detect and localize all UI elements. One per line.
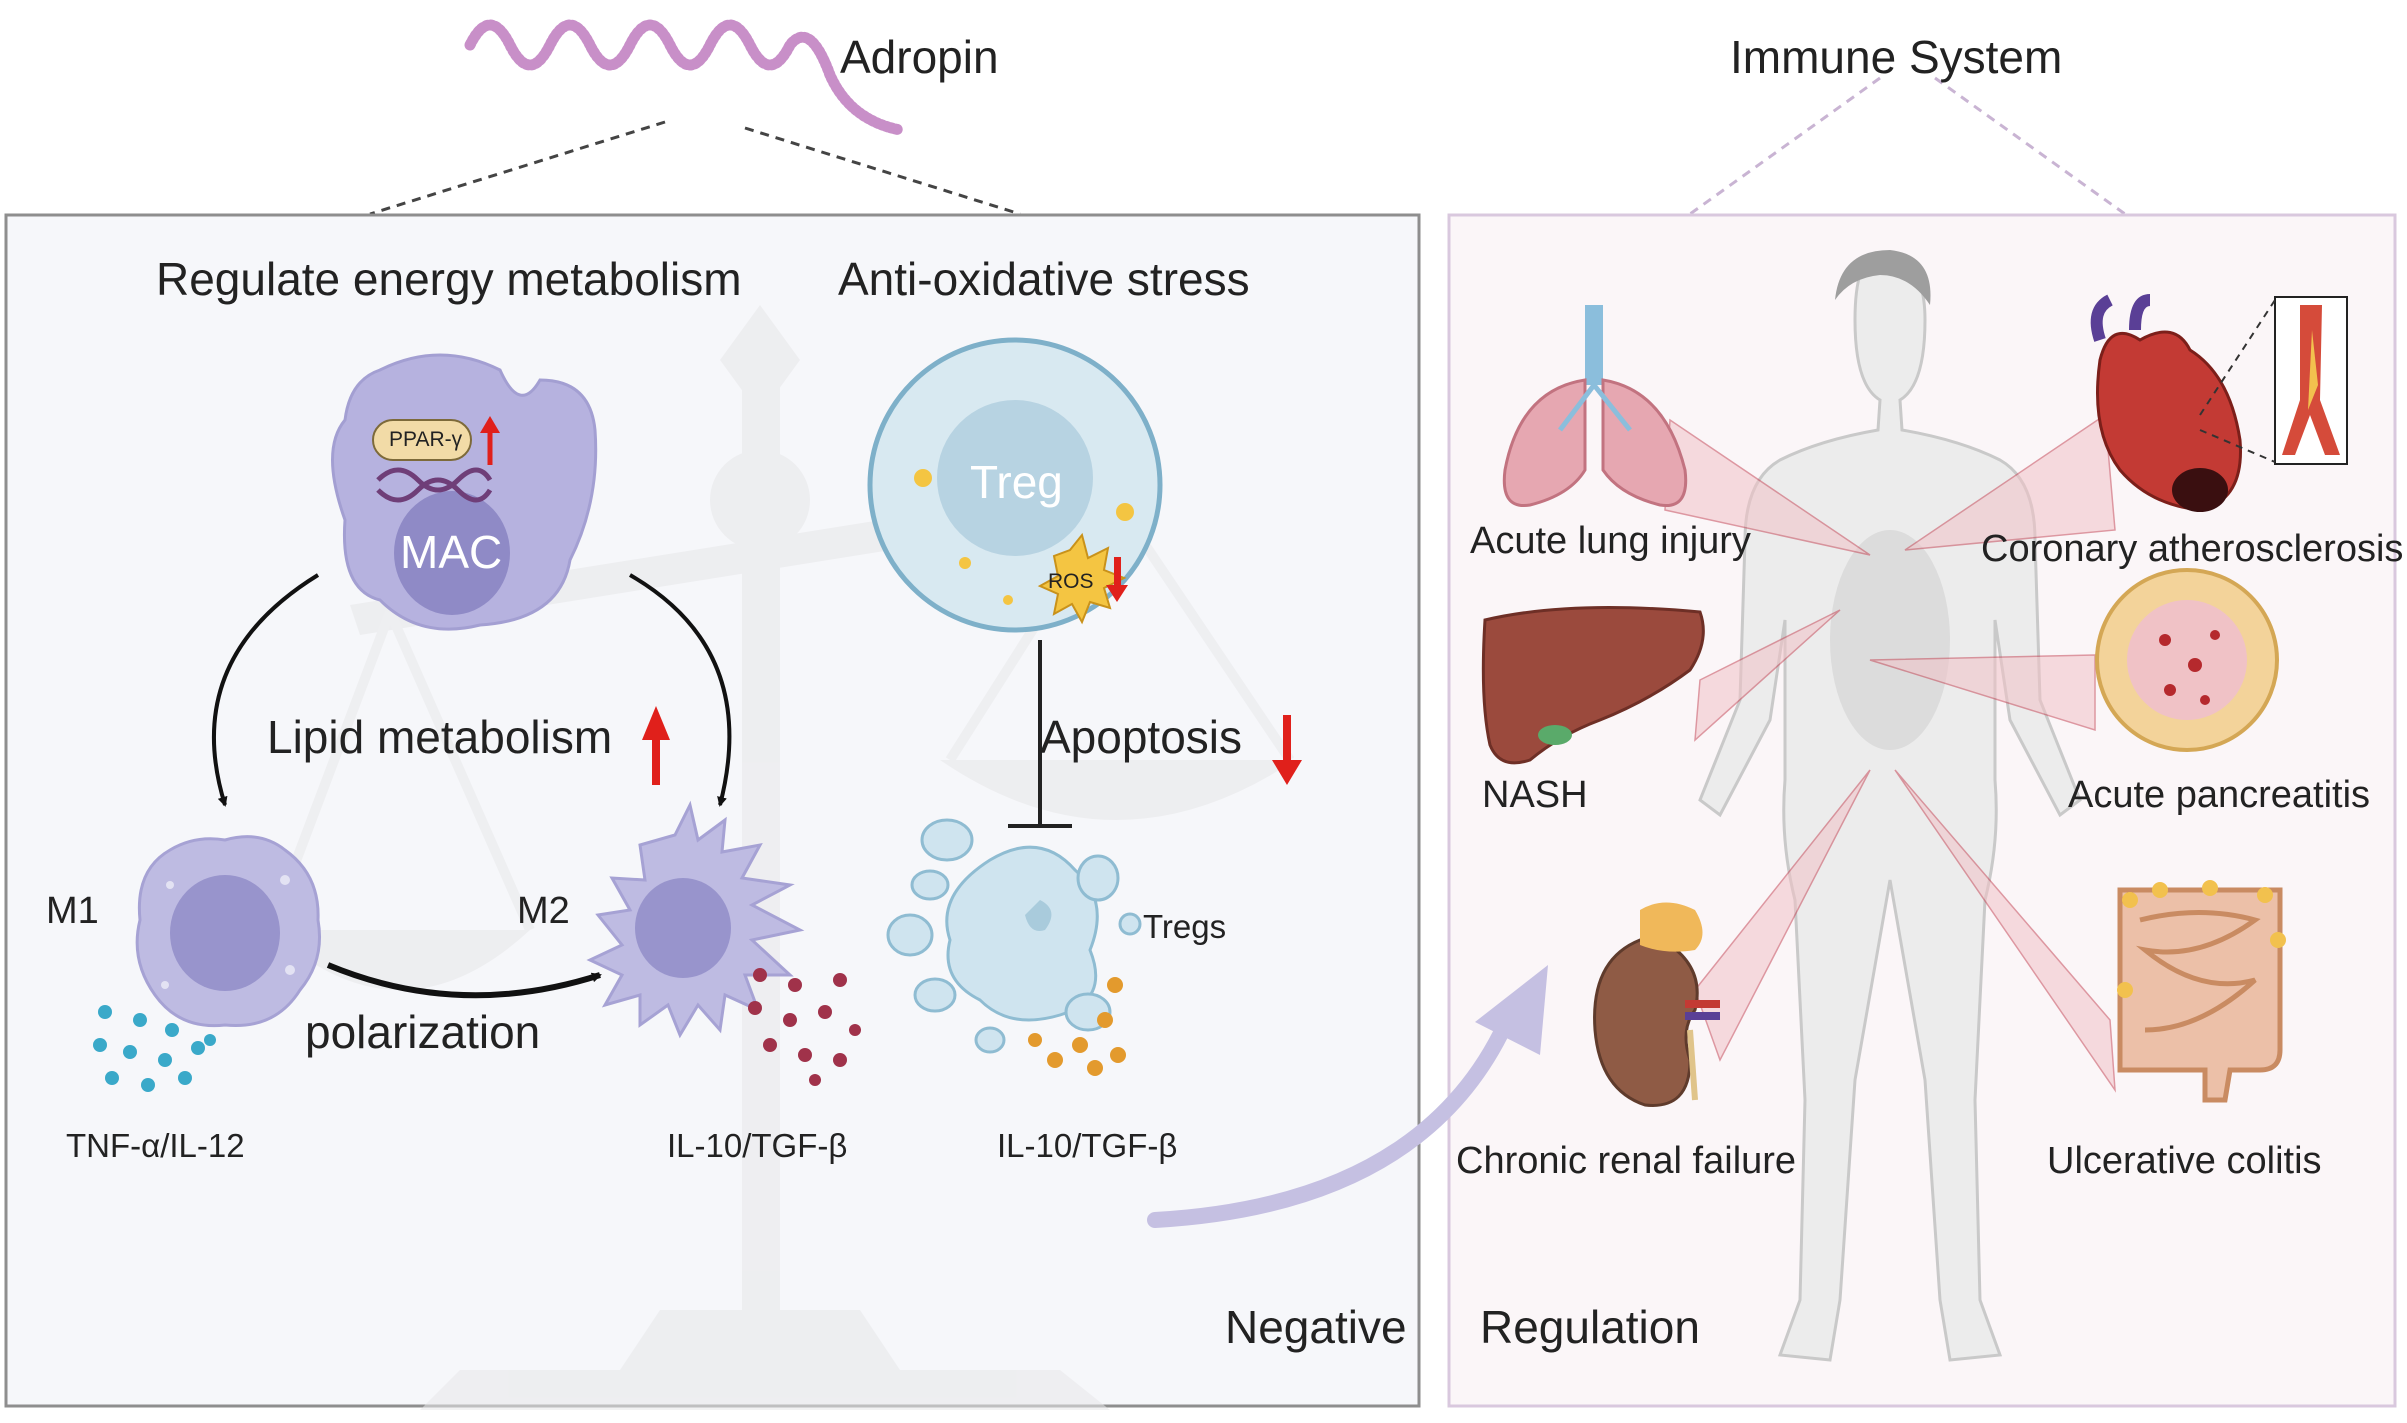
ros-down-arrow-icon	[1106, 557, 1128, 602]
disease-colitis-label: Ulcerative colitis	[2047, 1140, 2322, 1182]
negative-regulation-arrow	[1147, 965, 1548, 1228]
m2-nucleus	[635, 878, 731, 978]
m1-nucleus	[170, 875, 280, 991]
apoptosis-down-arrow-icon	[1272, 715, 1302, 785]
torso-organs	[1830, 530, 1950, 750]
ppar-badge	[372, 419, 472, 461]
liver-icon	[1481, 606, 1705, 765]
disease-renal-label: Chronic renal failure	[1456, 1140, 1797, 1182]
arrow-mac-to-m2	[628, 573, 732, 807]
polarization-arrow	[326, 962, 602, 999]
anti-oxidative-title: Anti-oxidative stress	[838, 253, 1250, 305]
m1-label: M1	[46, 890, 99, 932]
m2-cytokine-dots	[748, 968, 861, 1086]
treg-label: Treg	[970, 456, 1063, 508]
treg-cell	[867, 337, 1163, 633]
treg-cytokines-label: IL-10/TGF-β	[997, 1127, 1178, 1164]
kidney-icon	[1593, 902, 1720, 1107]
energy-metabolism-title: Regulate energy metabolism	[156, 253, 742, 305]
disease-pancreatitis-label: Acute pancreatitis	[2068, 774, 2371, 816]
adropin-label: Adropin	[840, 31, 999, 83]
inset-connector-bottom	[2199, 429, 2276, 463]
treg-cytokine-dots	[1028, 977, 1126, 1076]
ppar-label: PPAR-γ	[389, 428, 463, 451]
lung-icon	[1502, 305, 1688, 508]
colon-icon	[2117, 880, 2286, 1103]
m1-cytokines-label: TNF-α/IL-12	[66, 1127, 245, 1164]
tregs-label: Tregs	[1143, 908, 1227, 945]
m1-cytokine-dots	[93, 1005, 216, 1092]
heart-icon	[2090, 294, 2242, 512]
left-panel	[4, 213, 1421, 1408]
adropin-peptide-icon	[464, 19, 906, 136]
adropin-connector-right	[744, 126, 1021, 216]
m1-macrophage-cell	[135, 835, 322, 1028]
treg-nucleus	[937, 400, 1093, 556]
regulation-label: Regulation	[1480, 1301, 1700, 1353]
m2-macrophage-cell	[586, 800, 805, 1039]
dna-helix-icon	[376, 467, 493, 503]
disease-lung-label: Acute lung injury	[1470, 520, 1751, 562]
disease-coronary-label: Coronary atherosclerosis	[1981, 528, 2404, 570]
immune-system-label: Immune System	[1730, 31, 2063, 83]
disease-projection-rays	[1664, 413, 2116, 1093]
m2-cytokines-label: IL-10/TGF-β	[667, 1127, 848, 1164]
lipid-up-arrow-icon	[642, 706, 670, 785]
negative-label: Negative	[1225, 1301, 1407, 1353]
apoptosis-label: Apoptosis	[1040, 711, 1243, 763]
disease-nash-label: NASH	[1482, 774, 1588, 816]
head-hair	[1835, 250, 1931, 305]
immune-connector-right	[1934, 76, 2126, 216]
macrophage-nucleus	[394, 491, 510, 615]
inset-connector-top	[2199, 299, 2276, 416]
mac-label: MAC	[400, 526, 503, 578]
macrophage-cell	[331, 353, 598, 631]
pancreas-histology-icon	[2095, 568, 2279, 752]
artery-inset	[2274, 296, 2348, 465]
lipid-metabolism-label: Lipid metabolism	[267, 711, 613, 763]
immune-connector-left	[1689, 76, 1881, 216]
adropin-connector-left	[369, 120, 666, 216]
m2-label: M2	[517, 890, 570, 932]
ros-label: ROS	[1048, 570, 1094, 593]
arrow-mac-to-m1	[212, 573, 320, 807]
polarization-label: polarization	[305, 1006, 541, 1058]
ros-burst-icon	[1037, 532, 1127, 625]
apoptotic-tregs-blobs	[886, 818, 1142, 1054]
